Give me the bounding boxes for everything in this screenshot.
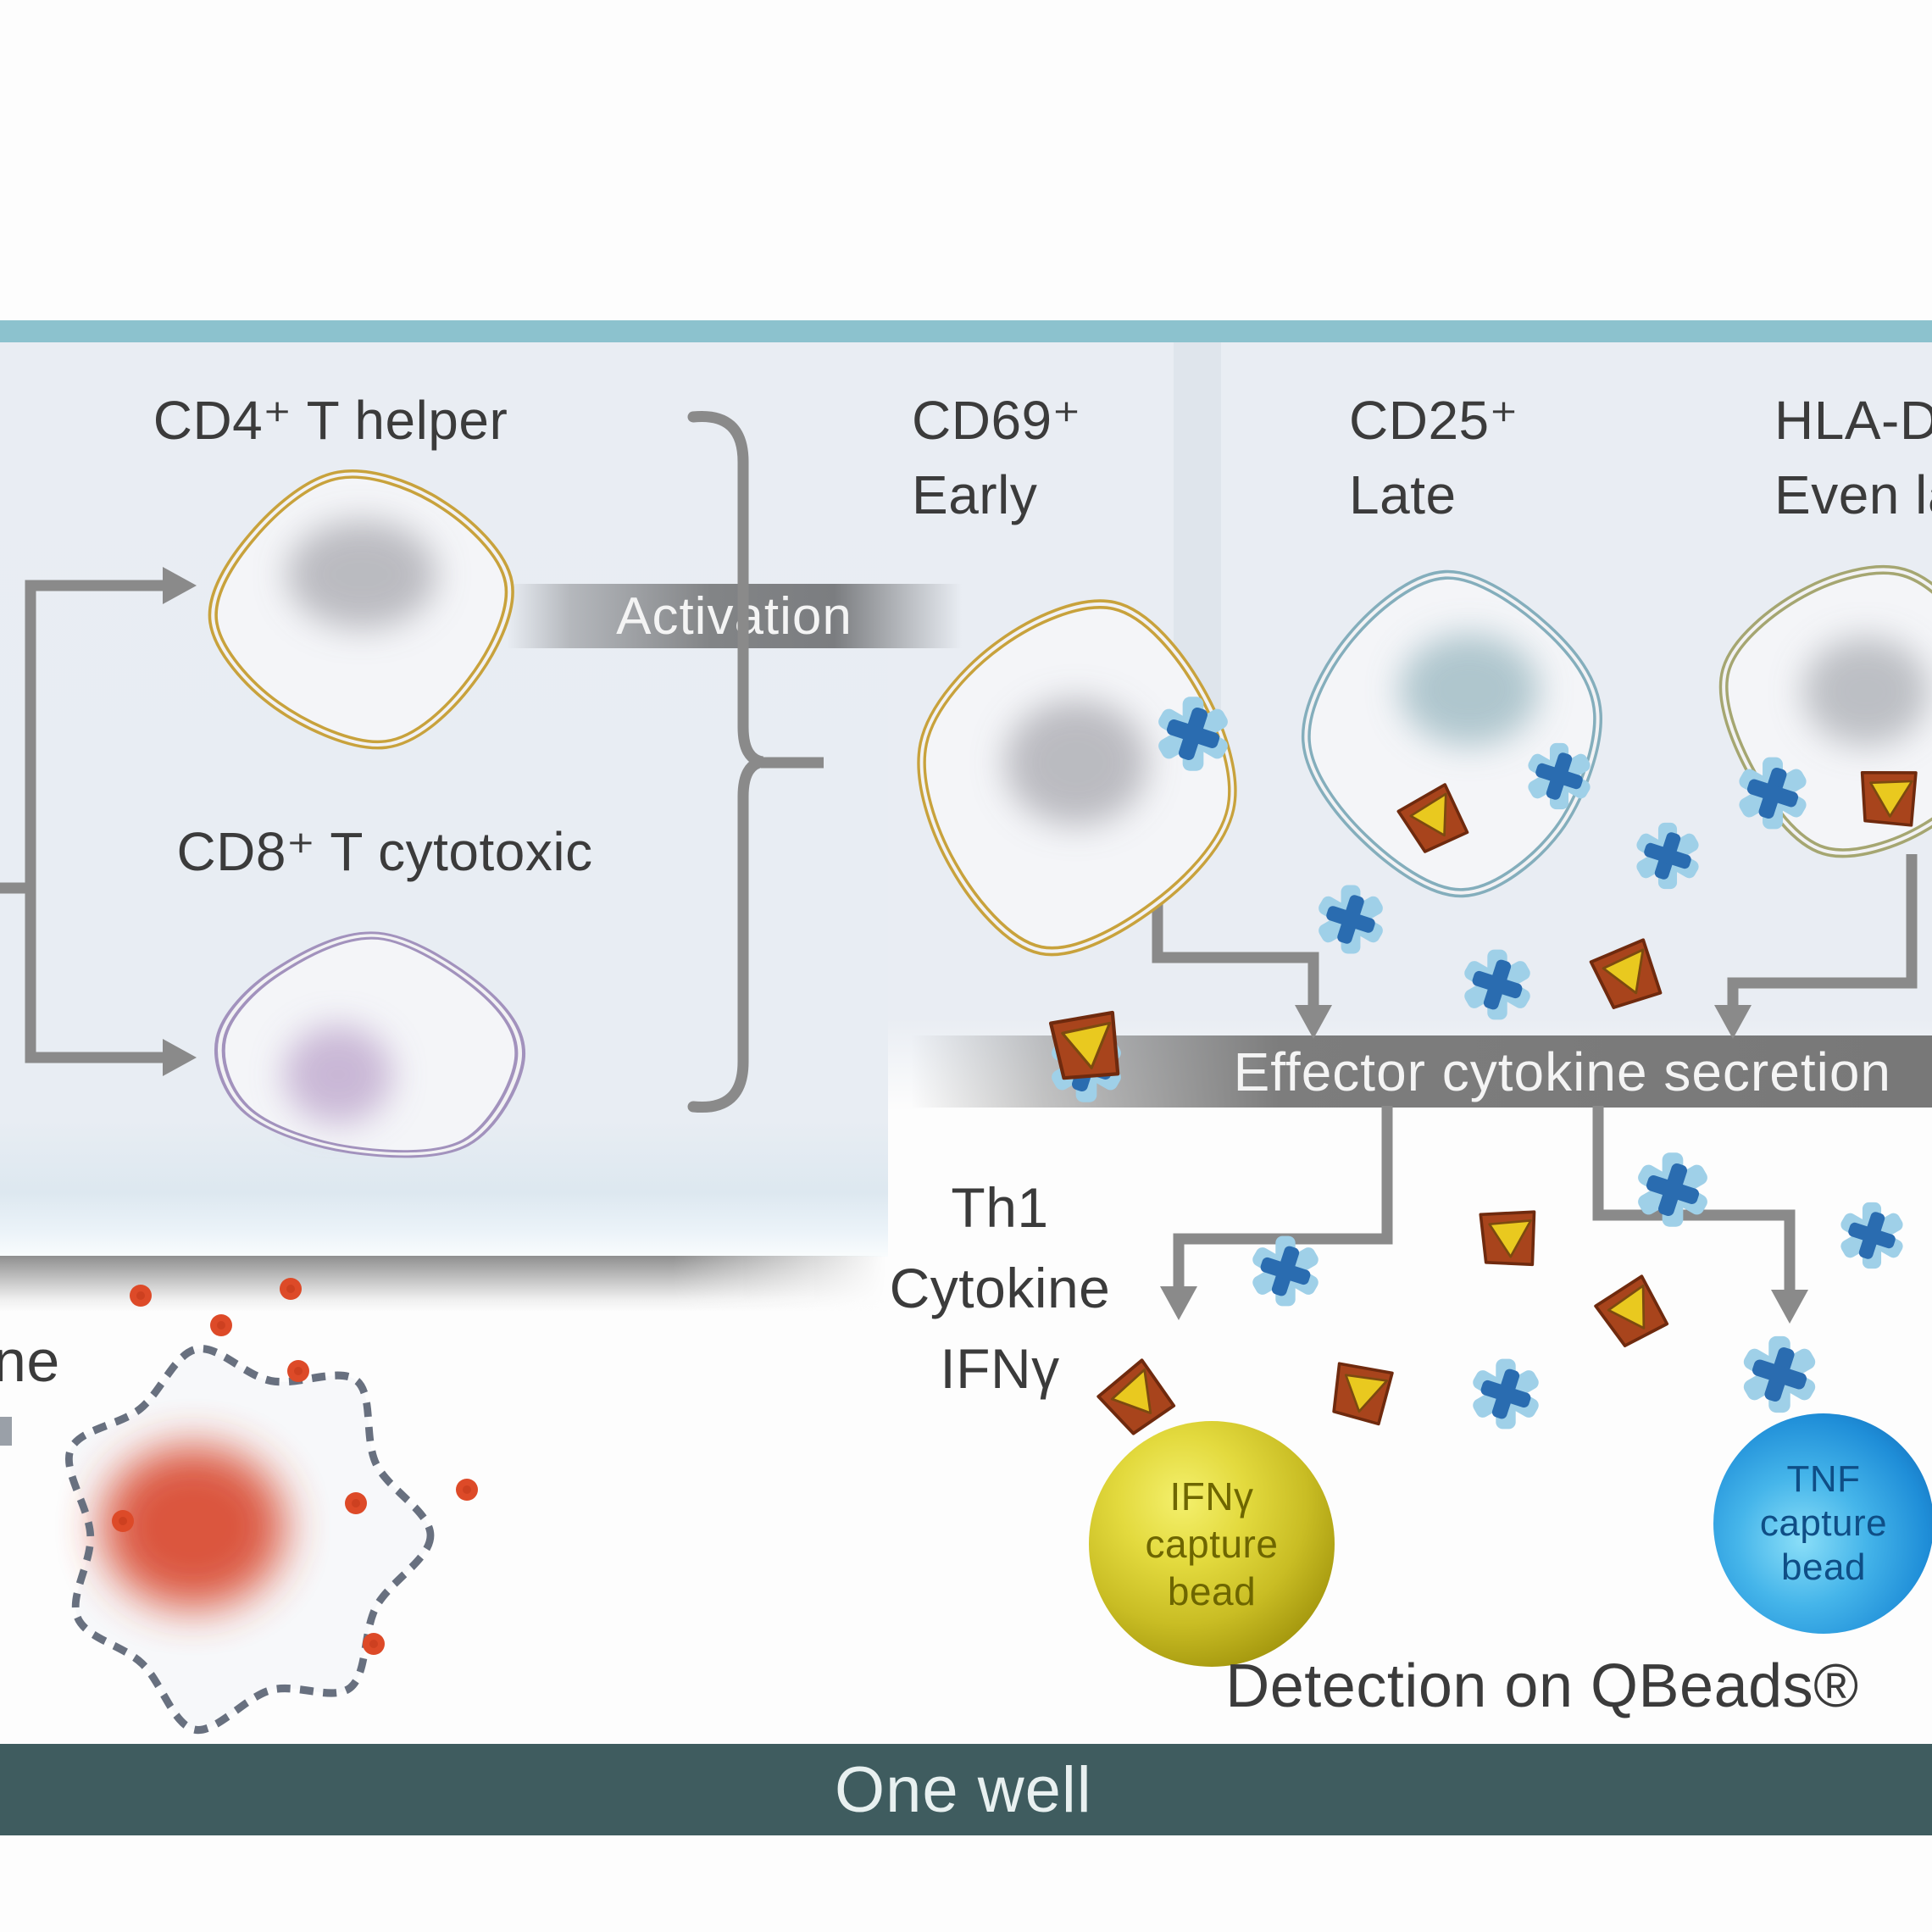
activation-banner: Activation [507,584,962,648]
antigen-dot [280,1278,302,1300]
cd69-label-line2: Early [912,464,1038,525]
tnf-cytokine-icon [1470,1358,1541,1430]
input-arrow-to-cd4 [0,567,197,894]
antigen-dot [210,1314,232,1336]
tnf-cytokine-icon [1634,822,1702,890]
tnf-cytokine-icon [1462,949,1533,1020]
cd4-t-helper-label: CD4⁺ T helper [153,390,508,451]
ifng-cytokine-icon [1469,1199,1545,1274]
antigen-dot [287,1360,309,1382]
cd69-early-cell-nucleus [1005,700,1147,825]
cutoff-word-fragment-label: ne [0,1328,60,1394]
cd25-late-cell [1302,569,1602,898]
cd4-t-helper-cell [208,469,514,750]
ifng-bead-line3: bead [1167,1569,1257,1613]
antigen-presenting-cell-membrane [65,1345,435,1735]
ifng-cytokine-icon [1318,1349,1402,1433]
hla-label-line1: HLA-DR⁺ [1774,390,1932,451]
tnf-cytokine-icon [1316,885,1385,954]
tnf-bead-line2: capture [1759,1502,1888,1544]
cd69-early-cell [917,599,1237,957]
tnf-cytokine-icon [1250,1235,1321,1307]
cd69-label-line1: CD69⁺ [912,390,1081,451]
th1-label-line1: Th1 [951,1176,1049,1239]
cd25-late-cell-nucleus [1400,634,1539,746]
ifng-capture-bead: IFNγ capture bead [1089,1421,1335,1667]
tnf-cytokine-icon [1838,1202,1906,1269]
antigen-presenting-cell [65,1345,435,1735]
cd69-secretion-arrow-head [1295,1005,1332,1039]
antigen-dot [363,1633,385,1655]
tnf-bead-line1: TNF [1786,1458,1861,1500]
th1-label-line2: Cytokine [889,1257,1111,1319]
branch-arrow-to-ifng-bead-head [1160,1286,1197,1320]
grouping-brace [687,410,764,1113]
input-arrow-to-cd8-head [163,1039,197,1076]
cd4-t-helper-cell-membrane-gap [211,472,512,747]
antigen-dot [130,1285,152,1307]
tnf-cytokine-icon [1740,1335,1818,1413]
tnf-bead-line3: bead [1781,1546,1866,1588]
branch-arrow-to-tnf-bead-head [1771,1290,1808,1324]
cd69-early-cell-membrane-gap [919,602,1235,953]
effector-banner-label: Effector cytokine secretion [1233,1041,1891,1102]
cutoff-line-fragment [0,1417,12,1446]
cd25-label-line2: Late [1349,464,1457,525]
tnf-capture-bead: TNF capture bead [1713,1413,1932,1634]
cd4-t-helper-cell-nucleus [287,520,436,629]
branch-arrow-to-tnf-bead [1592,1106,1808,1324]
hla-secretion-arrow-head [1714,1005,1752,1039]
hla-dr-even-later-label: HLA-DR⁺ Even later [1774,383,1932,532]
cd69-secretion-arrow [1152,869,1332,1039]
antigen-presenting-cell-nucleus [102,1446,285,1608]
cd8-t-cytotoxic-cell-membrane-gap [218,934,523,1156]
th1-cytokine-ifng-label: Th1 Cytokine IFNγ [856,1168,1144,1409]
antigen-dot [345,1492,367,1514]
cd25-label-line1: CD25⁺ [1349,390,1518,451]
hla-label-line2: Even later [1774,464,1932,525]
hla-dr-cell-nucleus [1803,637,1929,746]
ifng-cytokine-icon [1587,936,1663,1012]
hla-dr-cell [1718,565,1932,858]
hla-dr-cell-membrane-gap [1722,568,1932,855]
cd69-early-label: CD69⁺ Early [912,383,1081,532]
one-well-label: One well [835,1753,1092,1826]
cd8-t-cytotoxic-cell [214,931,526,1158]
cd8-t-cytotoxic-label: CD8⁺ T cytotoxic [176,821,593,882]
ifng-bead-line2: capture [1145,1522,1279,1566]
antigen-dot [456,1479,478,1501]
ifng-cytokine-icon [1590,1271,1671,1352]
cd25-late-cell-membrane-gap [1304,573,1600,895]
detection-on-qbeads-label: Detection on QBeads® [1225,1652,1859,1720]
antigen-dot [112,1510,134,1532]
input-arrow-to-cd4-head [163,567,197,604]
input-arrow-to-cd8 [25,888,197,1076]
hla-secretion-arrow [1714,854,1918,1039]
cd25-late-label: CD25⁺ Late [1349,383,1518,532]
cd8-t-cytotoxic-cell-nucleus [284,1025,392,1124]
ifng-bead-line1: IFNγ [1169,1474,1254,1518]
activation-banner-label: Activation [616,586,852,646]
th1-label-line3: IFNγ [940,1337,1060,1400]
top-teal-bar [0,320,1932,342]
one-well-bar: One well [0,1744,1932,1835]
